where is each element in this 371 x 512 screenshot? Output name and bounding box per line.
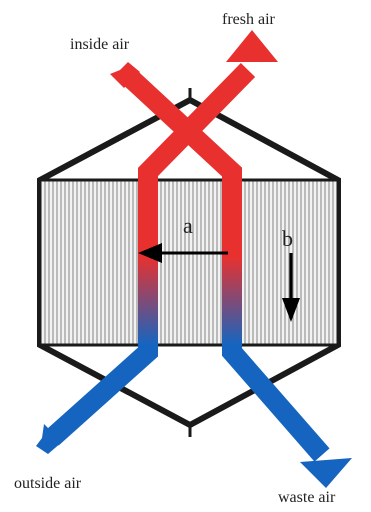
fresh-air-arrowhead bbox=[226, 30, 278, 62]
label-fresh-air: fresh air bbox=[222, 11, 276, 28]
outside-air-tail bbox=[36, 424, 62, 454]
exchanger-core bbox=[38, 178, 340, 347]
inside-air-tail bbox=[110, 62, 140, 88]
arrow-a-head bbox=[138, 243, 162, 263]
label-b: b bbox=[282, 226, 293, 251]
arrow-b-head bbox=[282, 298, 300, 322]
waste-air-arrowhead bbox=[300, 458, 352, 488]
duct-inside-to-waste bbox=[117, 64, 330, 462]
label-inside-air: inside air bbox=[70, 36, 130, 53]
label-outside-air: outside air bbox=[14, 475, 82, 492]
duct-outside-to-fresh bbox=[45, 62, 256, 446]
label-waste-air: waste air bbox=[278, 489, 336, 506]
label-a: a bbox=[183, 213, 193, 238]
